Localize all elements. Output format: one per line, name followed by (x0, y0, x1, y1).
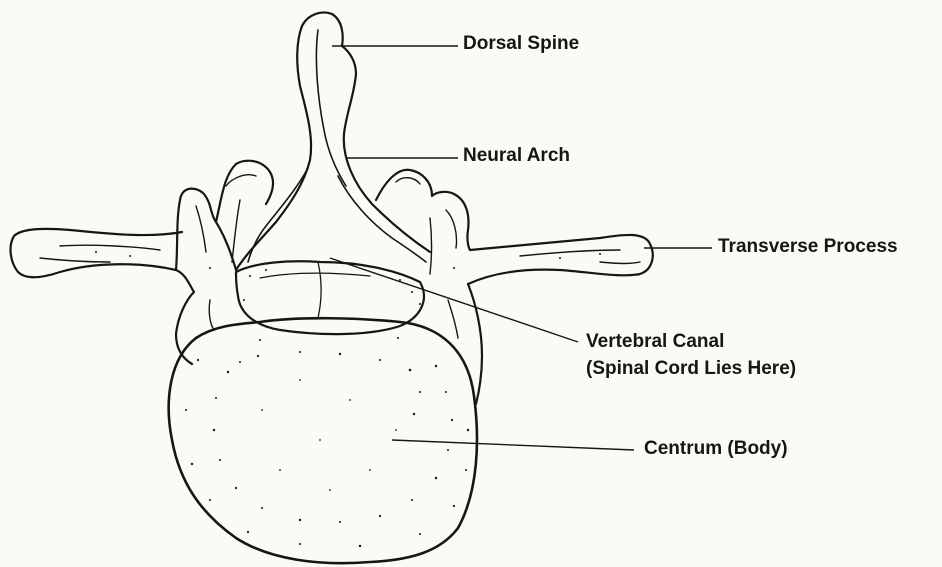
neural-arch-inner-left (248, 168, 308, 262)
label-spinal-cord-note: (Spinal Cord Lies Here) (586, 357, 796, 380)
neural-arch-right-limb (342, 46, 430, 252)
dorsal-spine-inner (316, 30, 346, 186)
bone-stippling (95, 251, 601, 305)
left-articular-process (176, 161, 273, 270)
left-transverse-process-outline (11, 229, 194, 292)
right-transverse-process-detail (520, 250, 640, 264)
label-transverse-process: Transverse Process (718, 235, 898, 258)
label-vertebral-canal: Vertebral Canal (586, 330, 724, 353)
label-dorsal-spine: Dorsal Spine (463, 32, 579, 55)
canal-detail (260, 262, 370, 318)
label-neural-arch: Neural Arch (463, 144, 570, 167)
leader-centrum (392, 440, 634, 450)
right-pedicle (468, 284, 482, 404)
right-transverse-process-outline (468, 235, 653, 284)
centrum-outline (169, 318, 477, 563)
label-centrum: Centrum (Body) (644, 437, 788, 460)
left-transverse-process-detail (40, 245, 160, 262)
vertebral-canal-outline (236, 261, 424, 334)
left-pedicle (176, 292, 194, 364)
left-articular-detail (196, 175, 256, 262)
